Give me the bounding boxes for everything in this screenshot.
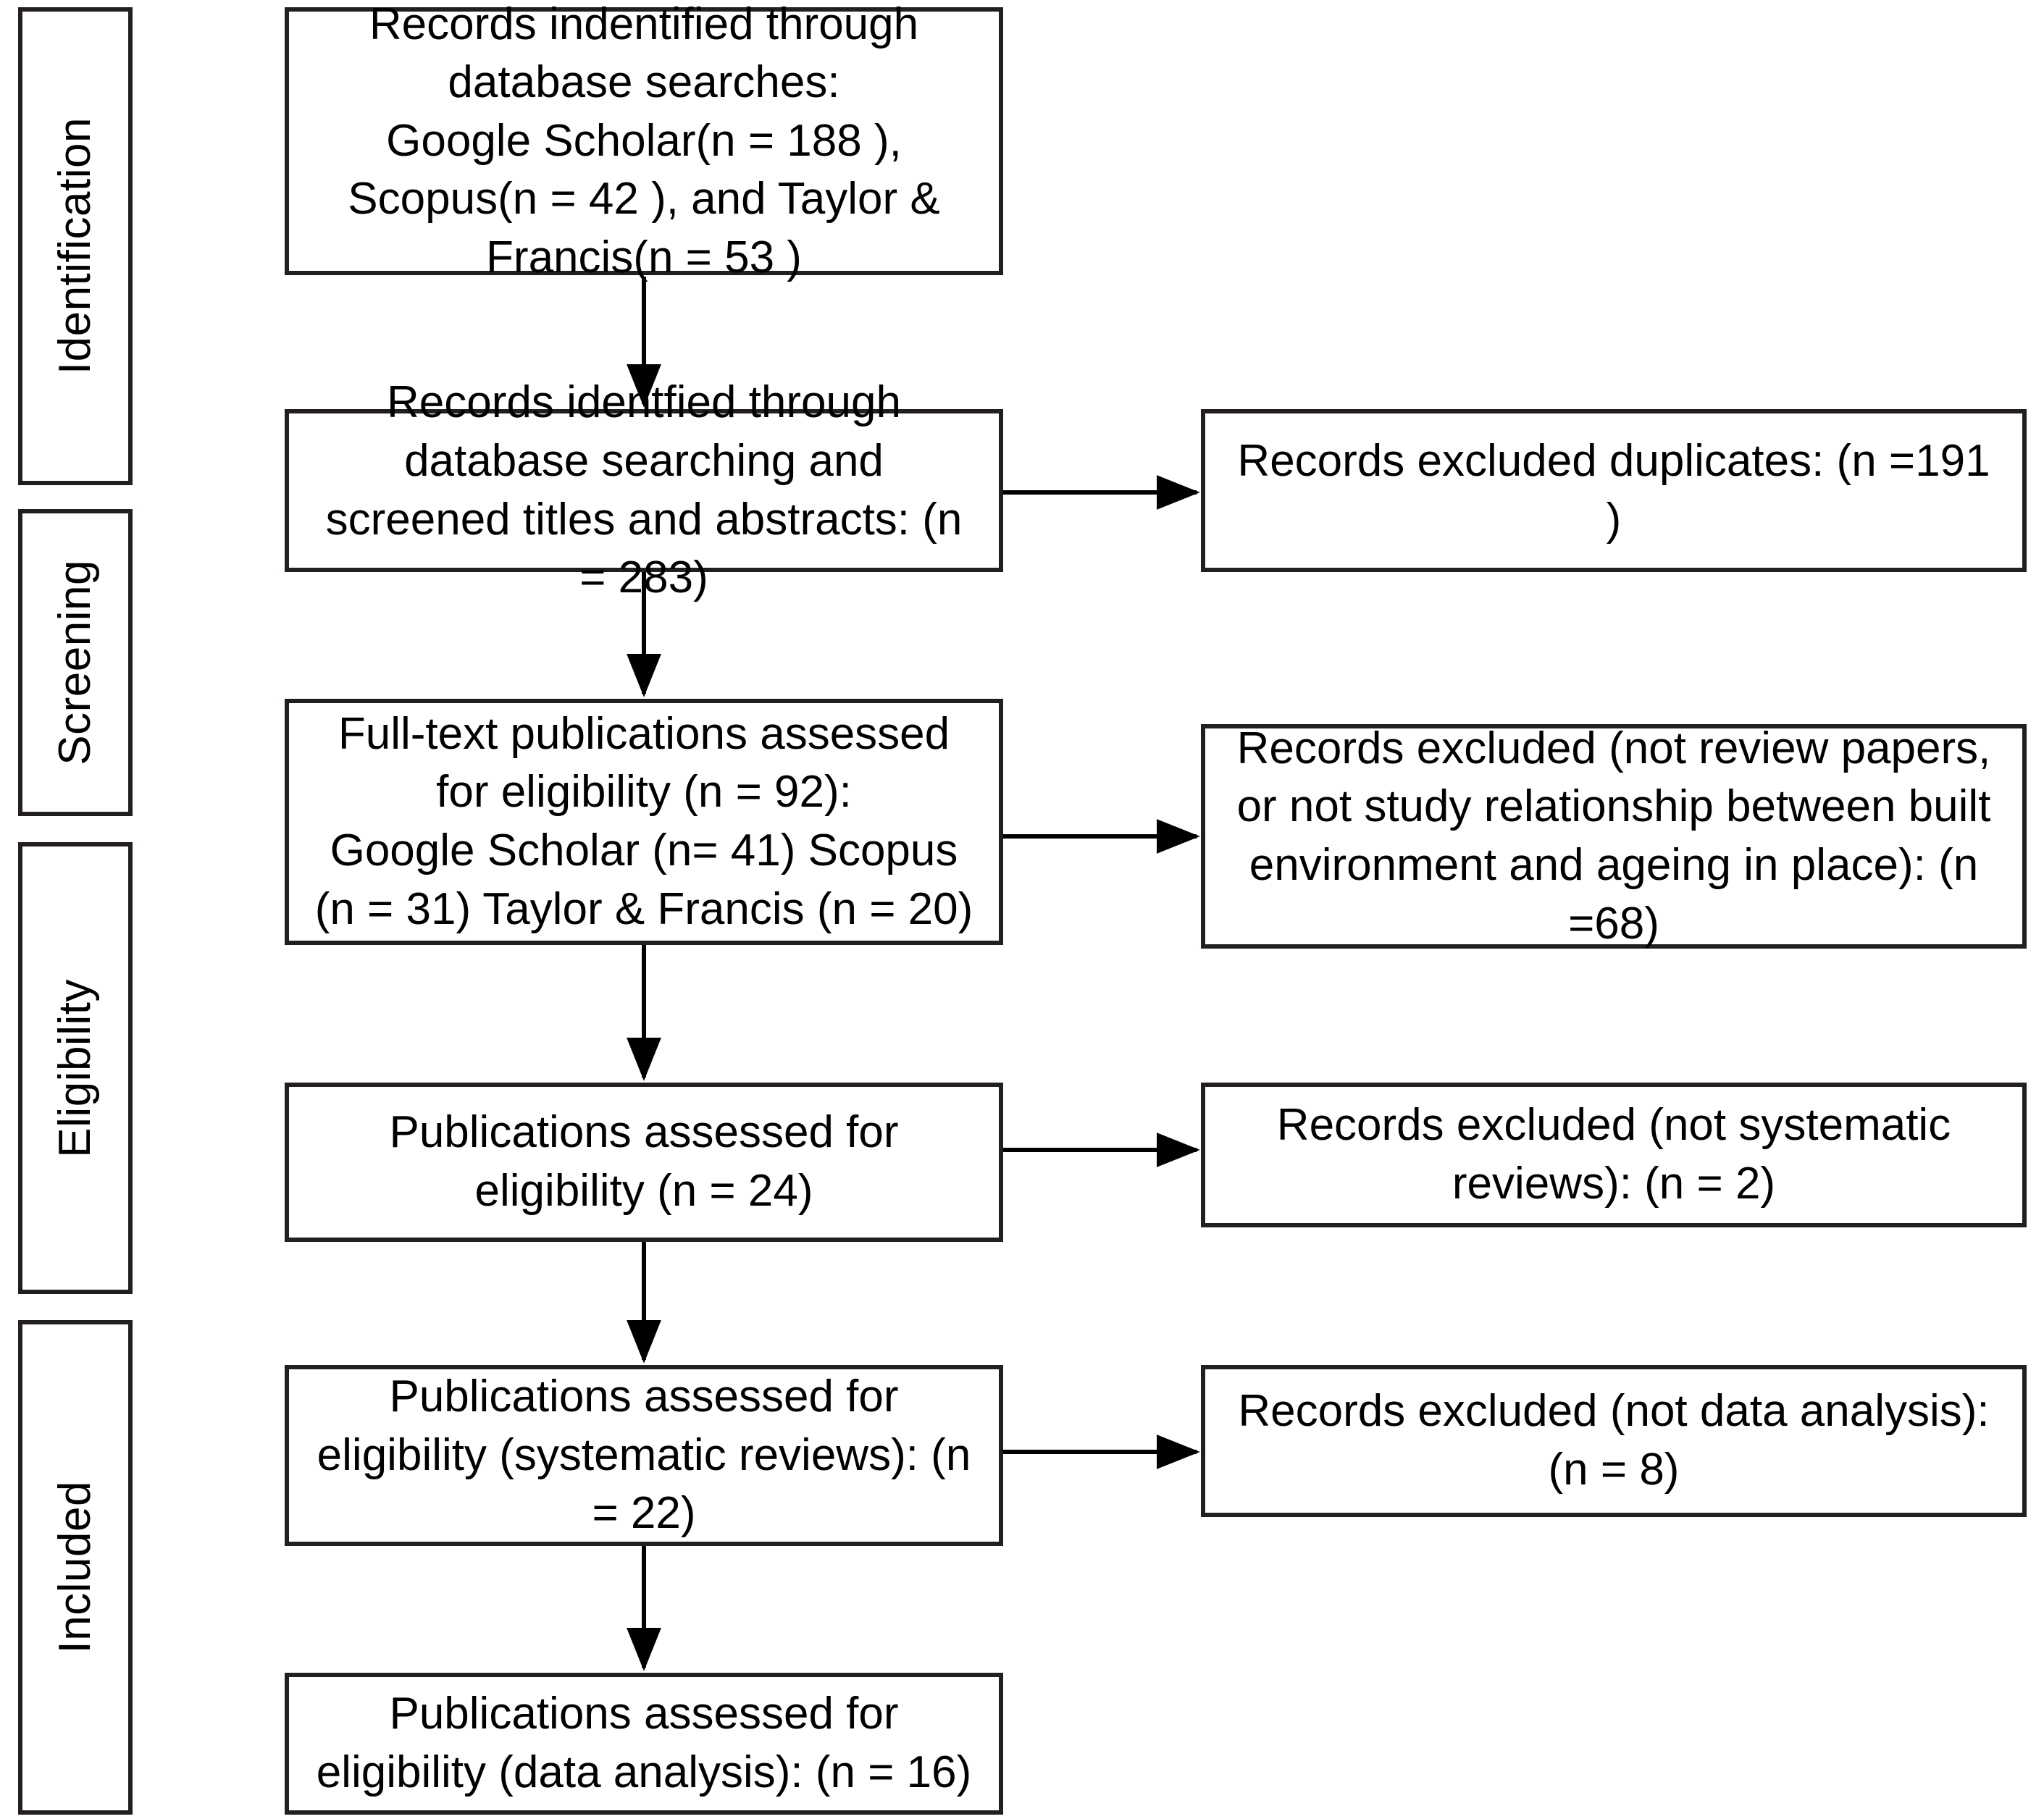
box-screened-records: Records identfied through database searc… (285, 377, 1003, 602)
box-excluded-not-systematic: Records excluded (not systematic reviews… (1201, 1083, 2027, 1227)
box-fulltext-assessed-text: Full-text publications assessed for elig… (314, 708, 973, 934)
box-excluded-duplicates: Records excluded duplicates: (n =191 ) (1201, 409, 2027, 572)
box-publications-data-analysis-text: Publications assessed for eligibility (d… (316, 1689, 972, 1797)
box-fulltext-assessed: Full-text publications assessed for elig… (285, 699, 1003, 945)
box-identified-records-text: Records indentified through database sea… (348, 0, 940, 282)
box-publications-assessed-text: Publications assessed for eligibility (n… (389, 1107, 899, 1216)
stage-label-screening: Screening (50, 560, 100, 765)
box-publications-systematic-text: Publications assessed for eligibility (s… (317, 1371, 971, 1539)
box-identified-records: Records indentified through database sea… (285, 0, 1003, 282)
box-excluded-not-review: Records excluded (not review papers, or … (1201, 723, 2027, 949)
stage-rail-eligibility: Eligibility (18, 842, 133, 1294)
stage-label-identification: Identification (50, 117, 100, 375)
stage-label-included: Included (50, 1481, 100, 1654)
box-screened-records-text: Records identfied through database searc… (325, 377, 963, 603)
box-excluded-duplicates-text: Records excluded duplicates: (n =191 ) (1237, 435, 1990, 545)
box-excluded-not-data-analysis-text: Records excluded (not data analysis): (n… (1238, 1386, 1990, 1495)
stage-rail-screening: Screening (18, 509, 133, 816)
box-publications-data-analysis: Publications assessed for eligibility (d… (285, 1673, 1003, 1815)
box-publications-systematic: Publications assessed for eligibility (s… (285, 1365, 1003, 1546)
box-excluded-not-data-analysis: Records excluded (not data analysis): (n… (1201, 1365, 2027, 1517)
box-excluded-not-systematic-text: Records excluded (not systematic reviews… (1276, 1100, 1951, 1209)
box-publications-assessed: Publications assessed for eligibility (n… (285, 1083, 1003, 1242)
stage-rail-identification: Identification (18, 7, 133, 485)
stage-label-eligibility: Eligibility (50, 978, 100, 1158)
box-excluded-not-review-text: Records excluded (not review papers, or … (1236, 723, 1991, 949)
stage-rail-included: Included (18, 1320, 133, 1815)
